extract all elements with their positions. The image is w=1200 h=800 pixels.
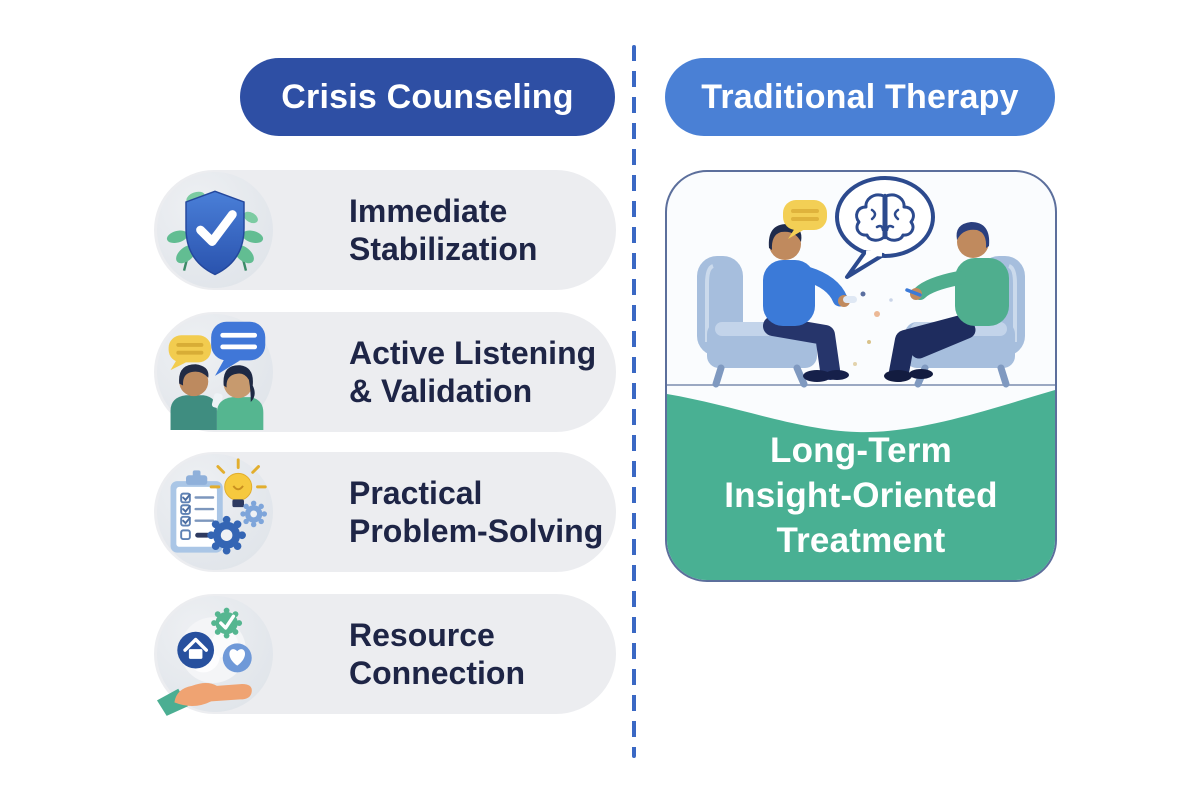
left-armchair [697, 256, 817, 388]
list-item-problem-solving: Practical Problem-Solving [154, 452, 616, 572]
thought-bubble-brain-icon [835, 176, 935, 279]
checklist-lightbulb-gears-icon [157, 454, 273, 570]
list-item-active-listening: Active Listening & Validation [154, 312, 616, 432]
traditional-therapy-header: Traditional Therapy [665, 58, 1055, 136]
left-person [763, 224, 857, 382]
list-item-resource-connection: Resource Connection [154, 594, 616, 716]
shield-check-with-leaves-icon [157, 172, 273, 288]
decorative-dots [853, 291, 893, 366]
traditional-therapy-card: Long-Term Insight-Oriented Treatment [665, 170, 1057, 582]
item-label: Practical Problem-Solving [349, 474, 604, 549]
item-label: Active Listening & Validation [349, 334, 597, 409]
two-people-speech-bubbles-icon [157, 314, 273, 430]
item-label: Resource Connection [349, 616, 525, 691]
right-person [884, 222, 1009, 382]
crisis-counseling-header: Crisis Counseling [240, 58, 615, 136]
item-label: Immediate Stabilization [349, 192, 538, 267]
therapy-session-illustration [667, 176, 1055, 580]
green-caption-panel [667, 390, 1055, 580]
hand-holding-home-heart-badge-icon [157, 596, 273, 716]
speech-bubble-icon [783, 200, 827, 239]
list-item-immediate-stabilization: Immediate Stabilization [154, 170, 616, 290]
long-term-treatment-caption: Long-Term Insight-Oriented Treatment [724, 431, 998, 561]
dashed-divider-line [632, 45, 636, 758]
